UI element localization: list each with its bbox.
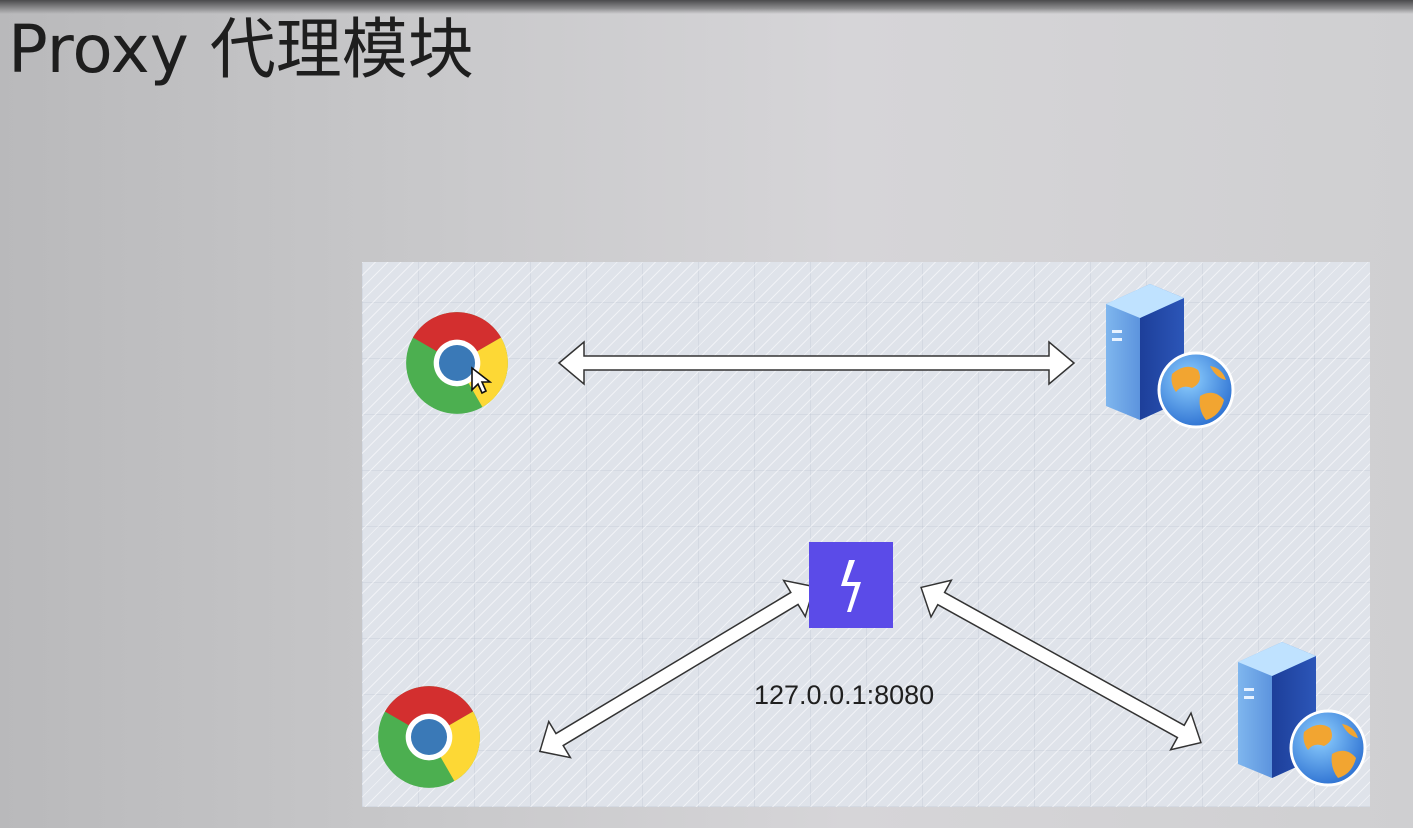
- proxy-address-label: 127.0.0.1:8080: [754, 680, 935, 710]
- proxy-diagram: 127.0.0.1:8080: [362, 262, 1370, 807]
- mouse-cursor-icon: [471, 366, 492, 395]
- web-server-icon: [1238, 642, 1367, 787]
- lightning-proxy-icon: [809, 542, 893, 628]
- arrow-browser-server-direct: [557, 340, 1076, 386]
- web-server-icon: [1106, 284, 1235, 429]
- chrome-browser-icon: [378, 686, 480, 788]
- slide-title: Proxy 代理模块: [8, 11, 474, 88]
- chrome-browser-icon: [406, 312, 508, 414]
- window-top-shadow: [0, 0, 1413, 14]
- arrow-proxy-server: [920, 579, 1202, 751]
- arrow-browser-proxy: [538, 579, 816, 759]
